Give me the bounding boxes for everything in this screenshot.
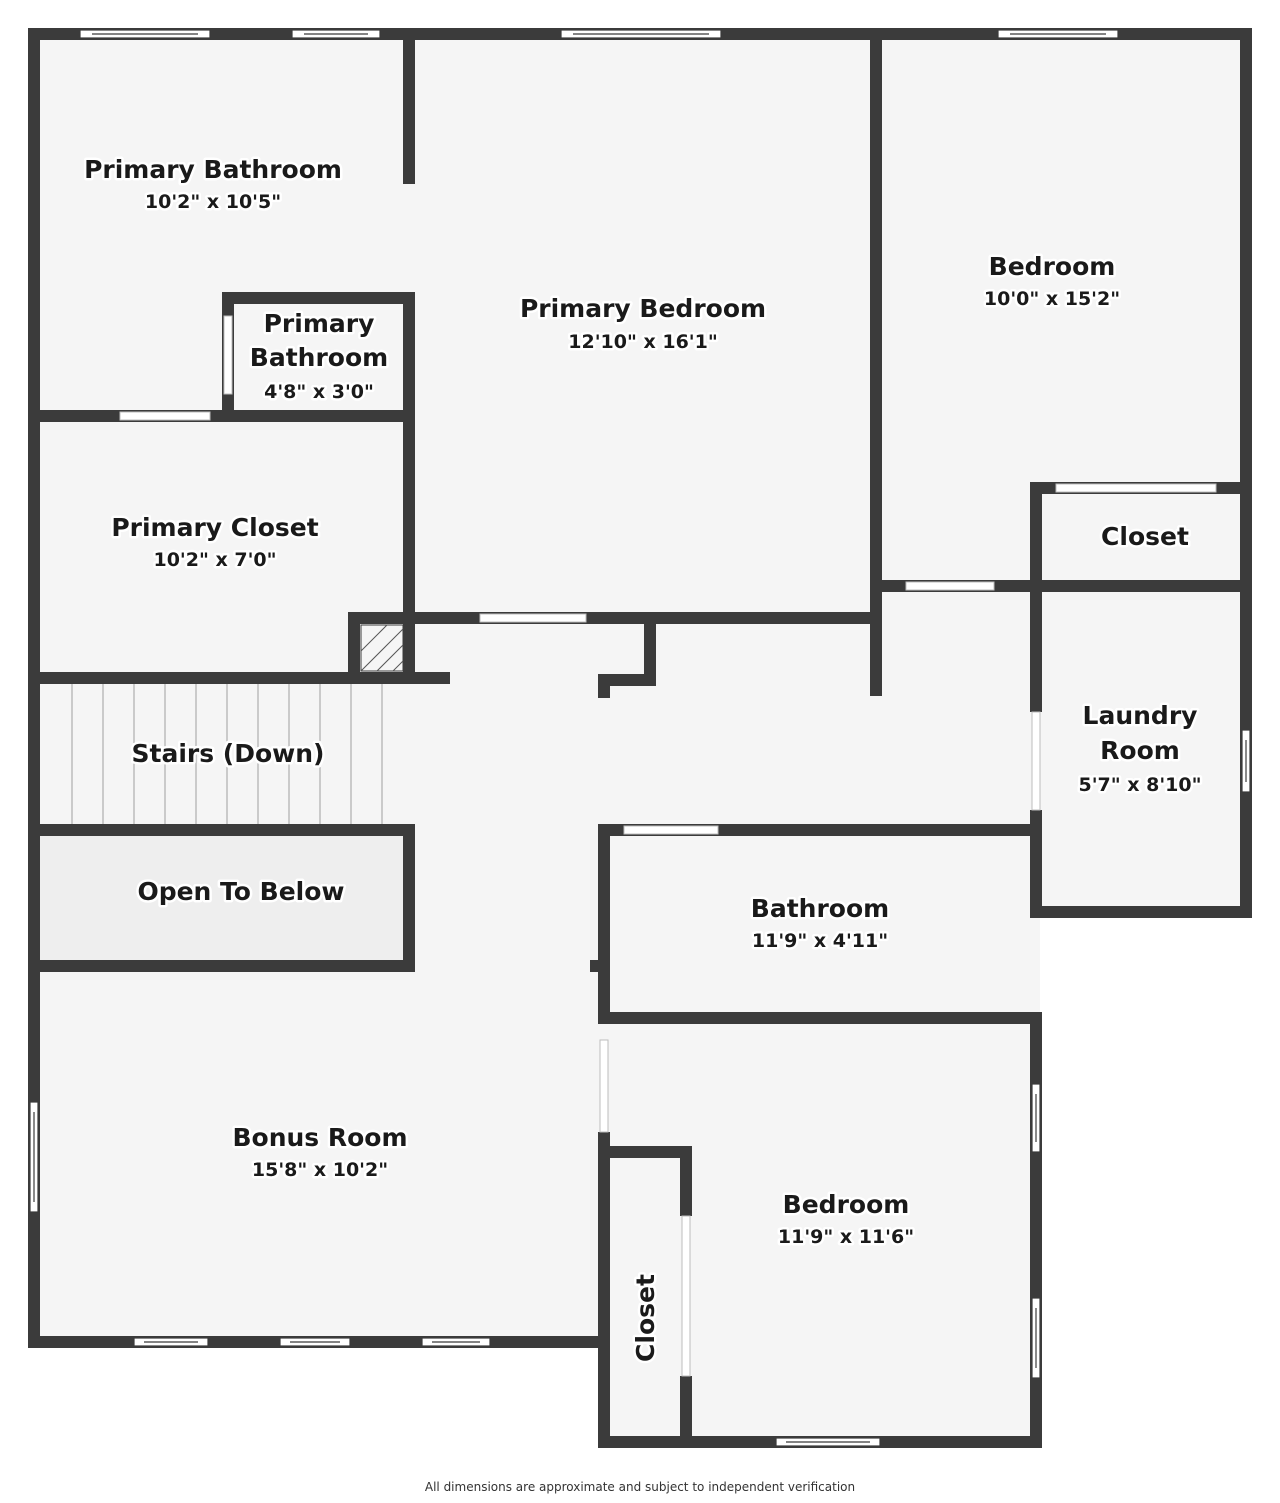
primary-closet-name: Primary Closet	[111, 513, 318, 542]
floor-areas	[34, 34, 1280, 1440]
doorways	[119, 315, 1217, 1377]
room-labels: Primary Bathroom 10'2" x 10'5" Primary B…	[82, 153, 1204, 1365]
open-to-below-fill	[40, 834, 410, 964]
primary-bathroom-small-name-1: Primary	[264, 309, 375, 338]
closet-se-name: Closet	[631, 1274, 660, 1362]
primary-bedroom-name: Primary Bedroom	[520, 294, 766, 323]
primary-bathroom-small-dim: 4'8" x 3'0"	[264, 381, 374, 403]
laundry-name-2: Room	[1100, 736, 1180, 765]
bedroom-ne-dim: 10'0" x 15'2"	[984, 288, 1120, 310]
open-to-below-name: Open To Below	[137, 877, 344, 906]
bedroom-ne-name: Bedroom	[989, 252, 1116, 281]
laundry-name-1: Laundry	[1083, 701, 1198, 730]
laundry-dim: 5'7" x 8'10"	[1078, 774, 1201, 796]
primary-bathroom-small-name-2: Bathroom	[250, 343, 388, 372]
bathroom-dim: 11'9" x 4'11"	[752, 930, 888, 952]
windows	[29, 29, 1251, 1447]
primary-bedroom-dim: 12'10" x 16'1"	[568, 331, 717, 353]
disclaimer-text: All dimensions are approximate and subje…	[424, 1480, 856, 1494]
stairs-name: Stairs (Down)	[132, 739, 325, 768]
bathroom-name: Bathroom	[751, 894, 889, 923]
bedroom-se-name: Bedroom	[783, 1190, 910, 1219]
bonus-room-name: Bonus Room	[232, 1123, 407, 1152]
stairs-treads	[71, 682, 383, 826]
bedroom-se-dim: 11'9" x 11'6"	[778, 1226, 914, 1248]
closet-ne-name: Closet	[1101, 522, 1189, 551]
bonus-room-dim: 15'8" x 10'2"	[252, 1159, 388, 1181]
primary-closet-dim: 10'2" x 7'0"	[153, 549, 276, 571]
primary-bathroom-name: Primary Bathroom	[84, 155, 342, 184]
primary-bathroom-dim: 10'2" x 10'5"	[145, 191, 281, 213]
